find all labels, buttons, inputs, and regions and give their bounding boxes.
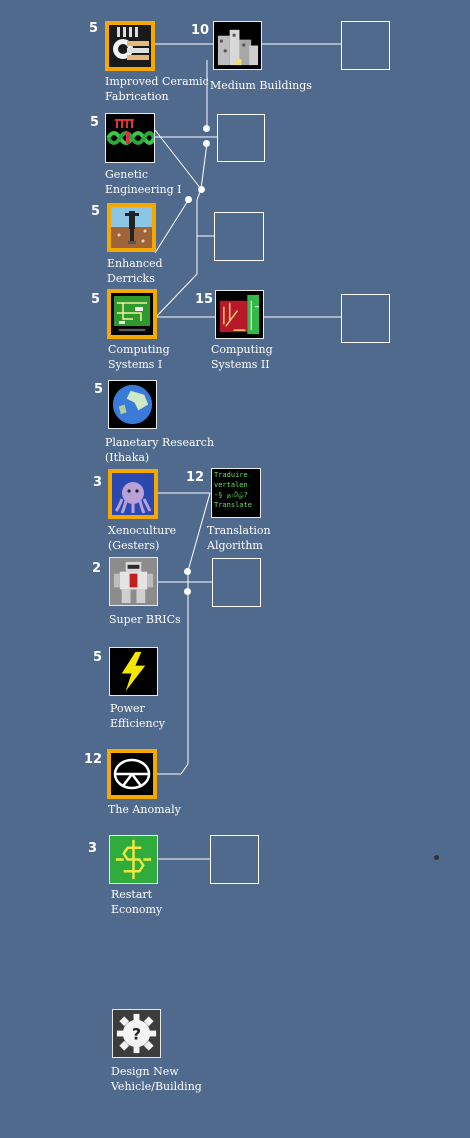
lightning-bolt-icon[interactable]: [109, 647, 158, 696]
dna-icon[interactable]: [105, 113, 155, 163]
connector-junction: [185, 196, 192, 203]
gear-question-icon[interactable]: ?: [112, 1009, 161, 1058]
tech-cost: 10: [191, 23, 210, 38]
tech-label: Improved Ceramic Fabrication: [105, 75, 209, 103]
tech-label: The Anomaly: [108, 803, 181, 816]
connector-junction: [184, 588, 191, 595]
translation-word: -§ தமிழ்?: [214, 491, 248, 499]
tech-cost: 15: [195, 292, 214, 307]
derrick-icon[interactable]: [107, 203, 156, 252]
locked-tech-slot[interactable]: [217, 114, 265, 162]
tech-label: Design New Vehicle/Building: [111, 1065, 202, 1093]
medium-buildings-icon[interactable]: [213, 21, 262, 70]
tech-cost: 3: [88, 841, 98, 856]
locked-tech-slot[interactable]: [341, 21, 390, 70]
tech-label: Enhanced Derricks: [107, 257, 163, 285]
planet-icon[interactable]: [108, 380, 157, 429]
circuit-board-icon[interactable]: [107, 289, 157, 339]
tech-cost: 12: [84, 752, 103, 767]
translation-word: Translate: [214, 501, 252, 509]
tech-label: Restart Economy: [111, 888, 163, 916]
tech-label: Computing Systems I: [108, 343, 170, 371]
tech-cost: 5: [89, 21, 99, 36]
tech-label: Super BRICs: [109, 613, 181, 626]
locked-tech-slot[interactable]: [214, 212, 264, 261]
connector-junction: [203, 140, 210, 147]
anomaly-symbol-icon[interactable]: [107, 749, 157, 799]
translation-word: vertalen: [214, 481, 248, 489]
tech-label: Xenoculture (Gesters): [108, 524, 177, 552]
tech-label: Translation Algorithm: [207, 524, 271, 552]
locked-tech-slot[interactable]: [341, 294, 390, 343]
tech-cost: 5: [94, 382, 104, 397]
svg-text:?: ?: [132, 1024, 141, 1043]
tech-cost: 5: [93, 650, 103, 665]
translation-word: Traduire: [214, 471, 248, 479]
bric-robot-icon[interactable]: [109, 557, 158, 606]
tech-cost: 3: [93, 475, 103, 490]
tech-cost: 12: [186, 470, 205, 485]
circuit-board-red-icon[interactable]: [215, 290, 264, 339]
locked-tech-slot[interactable]: [210, 835, 259, 884]
ceramic-fabrication-icon[interactable]: [105, 21, 155, 71]
translation-text-icon[interactable]: Traduire vertalen -§ தமிழ்? Translate: [211, 468, 261, 518]
tech-label: Planetary Research (Ithaka): [105, 436, 215, 464]
tech-label: Computing Systems II: [211, 343, 273, 371]
connector-junction: [198, 186, 205, 193]
connector-junction: [203, 125, 210, 132]
locked-tech-slot[interactable]: [212, 558, 261, 607]
tech-label: Power Efficiency: [110, 702, 166, 730]
tech-label: Medium Buildings: [210, 79, 312, 92]
dollar-circuit-icon[interactable]: [109, 835, 158, 884]
gester-alien-icon[interactable]: [108, 469, 158, 519]
connector-junction: [184, 568, 191, 575]
tech-cost: 5: [91, 292, 101, 307]
scroll-marker: [434, 855, 439, 860]
tech-cost: 5: [90, 115, 100, 130]
tech-cost: 2: [92, 561, 102, 576]
tech-cost: 5: [91, 204, 101, 219]
tech-label: Genetic Engineering I: [105, 168, 182, 196]
